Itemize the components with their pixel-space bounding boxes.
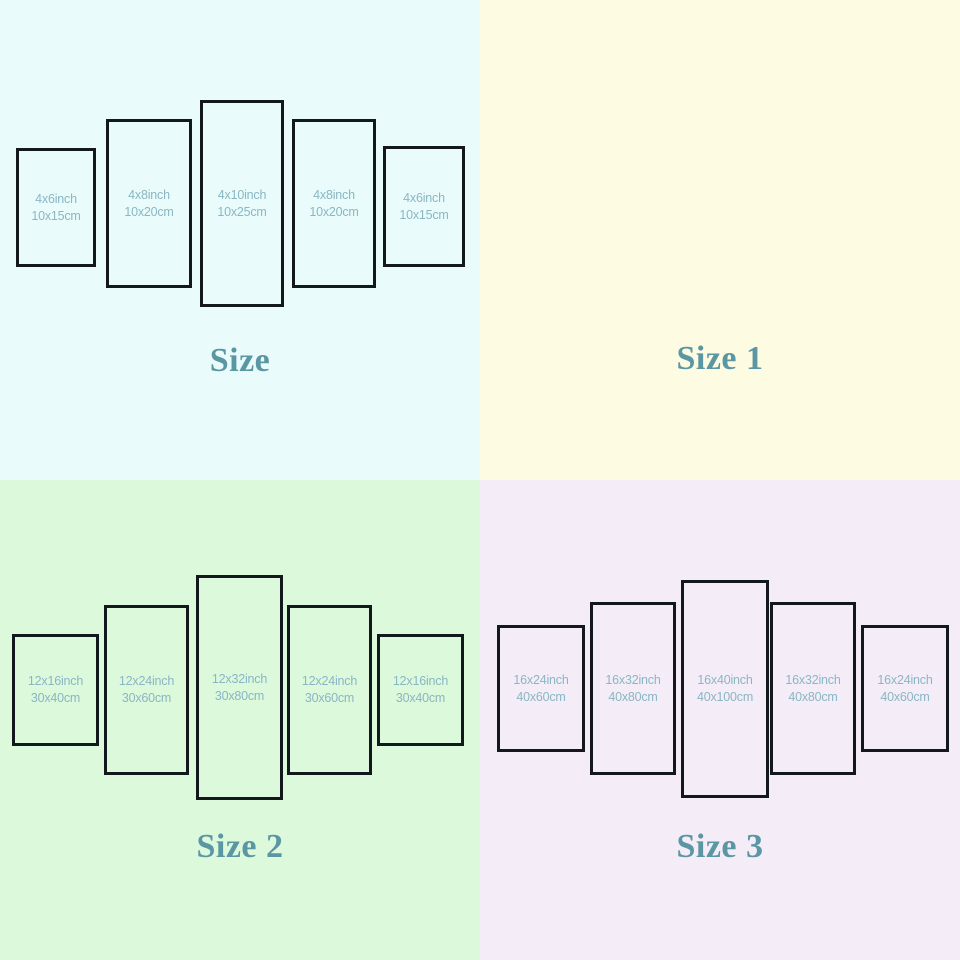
panel-size-inch: 4x10inch [217, 187, 267, 202]
quadrant-title-size3: Size 3 [676, 828, 764, 865]
quadrant-title-size: Size [209, 342, 271, 379]
panel-size-cm: 10x20cm [309, 204, 359, 219]
panel-size-cm: 30x60cm [304, 691, 355, 705]
panel-size-cm: 40x60cm [516, 689, 566, 704]
panel-size-cm: 30x60cm [121, 691, 172, 705]
panel-size3-2: 16x32inch 40x80cm [590, 602, 676, 775]
panel-size-cm: 30x40cm [30, 691, 81, 705]
panel-size-inch: 16x24inch [513, 672, 569, 687]
panel-size2-1: 12x16inch 30x40cm [12, 634, 99, 746]
panel-size2-5: 12x16inch 30x40cm [377, 634, 464, 746]
panel-size-label: 4x8inch 10x20cm [309, 187, 359, 221]
panel-size-label: 4x6inch 10x15cm [399, 190, 449, 224]
panel-size-inch: 16x32inch [785, 672, 841, 687]
panel-size-inch: 12x24inch [301, 674, 358, 689]
quadrant-size2: 12x16inch 30x40cm 12x24inch 30x60cm 12x32inc… [0, 480, 480, 960]
panel-size-label: 4x6inch 10x15cm [31, 191, 81, 225]
panel-size-inch: 16x24inch [877, 672, 933, 687]
panel-size-label: 16x32inch 40x80cm [605, 672, 660, 706]
panel-group-size: 4x6inch 10x15cm 4x8inch 10x20cm 4x10inch 10x2… [0, 0, 480, 480]
panel-size-label: 12x32inch 30x80cm [212, 671, 267, 705]
panel-size-cm: 10x15cm [31, 208, 81, 223]
panel-group-size3: 16x24inch 40x60cm 16x32inch 40x80cm 16x40inc… [480, 480, 960, 960]
panel-size-3: 4x10inch 10x25cm [200, 100, 284, 307]
panel-size-inch: 4x8inch [128, 187, 170, 202]
quadrant-size: 4x6inch 10x15cm 4x8inch 10x20cm 4x10inch 10x2… [0, 0, 480, 480]
panel-size2-4: 12x24inch 30x60cm [287, 605, 372, 775]
panel-size-cm: 10x15cm [399, 207, 449, 222]
panel-size-label: 12x16inch 30x40cm [393, 673, 448, 707]
panel-size-inch: 12x16inch [392, 674, 449, 689]
panel-size-cm: 40x60cm [880, 689, 930, 704]
panel-size-1: 4x6inch 10x15cm [16, 148, 96, 267]
panel-size-4: 4x8inch 10x20cm [292, 119, 376, 288]
panel-size-label: 12x24inch 30x60cm [119, 673, 174, 707]
panel-size-inch: 4x6inch [35, 191, 77, 206]
panel-size-cm: 30x40cm [395, 691, 446, 705]
panel-size-cm: 40x80cm [608, 689, 658, 704]
panel-size-inch: 12x16inch [27, 674, 84, 689]
quadrant-title-size1: Size 1 [676, 340, 764, 377]
panel-size-inch: 12x32inch [211, 671, 268, 686]
panel-size-label: 12x24inch 30x60cm [302, 673, 357, 707]
panel-size-inch: 16x40inch [697, 673, 753, 688]
panel-size2-2: 12x24inch 30x60cm [104, 605, 189, 775]
panel-size3-1: 16x24inch 40x60cm [497, 625, 585, 752]
panel-size-inch: 12x24inch [118, 674, 175, 689]
panel-size-label: 12x16inch 30x40cm [28, 673, 83, 707]
panel-size-label: 4x8inch 10x20cm [124, 187, 174, 221]
panel-size-inch: 4x6inch [403, 190, 445, 205]
panel-size-label: 16x24inch 40x60cm [877, 672, 932, 706]
panel-group-size2: 12x16inch 30x40cm 12x24inch 30x60cm 12x32inc… [0, 480, 480, 960]
panel-size-5: 4x6inch 10x15cm [383, 146, 465, 267]
panel-size-inch: 16x32inch [605, 672, 661, 687]
panel-size-cm: 40x80cm [788, 689, 838, 704]
panel-size-inch: 4x8inch [313, 187, 355, 202]
quadrant-title-size2: Size 2 [196, 828, 284, 865]
panel-group-size1: 8x14inch20x35cm8x18inch20x45cm8x22inch20… [480, 0, 960, 480]
panel-size-cm: 10x20cm [124, 204, 174, 219]
panel-size-cm: 40x100cm [696, 690, 754, 704]
panel-size-label: 4x10inch 10x25cm [217, 187, 267, 221]
quadrant-size1: 8x14inch20x35cm8x18inch20x45cm8x22inch20… [480, 0, 960, 480]
panel-size2-3: 12x32inch 30x80cm [196, 575, 283, 800]
panel-size-label: 16x24inch 40x60cm [513, 672, 568, 706]
panel-size3-5: 16x24inch 40x60cm [861, 625, 949, 752]
panel-size-label: 16x32inch 40x80cm [785, 672, 840, 706]
panel-size3-3: 16x40inch 40x100cm [681, 580, 769, 798]
panel-size3-4: 16x32inch 40x80cm [770, 602, 856, 775]
panel-size-cm: 30x80cm [214, 688, 265, 703]
panel-size-label: 16x40inch 40x100cm [697, 672, 753, 706]
panel-size-2: 4x8inch 10x20cm [106, 119, 192, 288]
quadrant-size3: 16x24inch 40x60cm 16x32inch 40x80cm 16x40inc… [480, 480, 960, 960]
panel-size-cm: 10x25cm [217, 204, 267, 219]
